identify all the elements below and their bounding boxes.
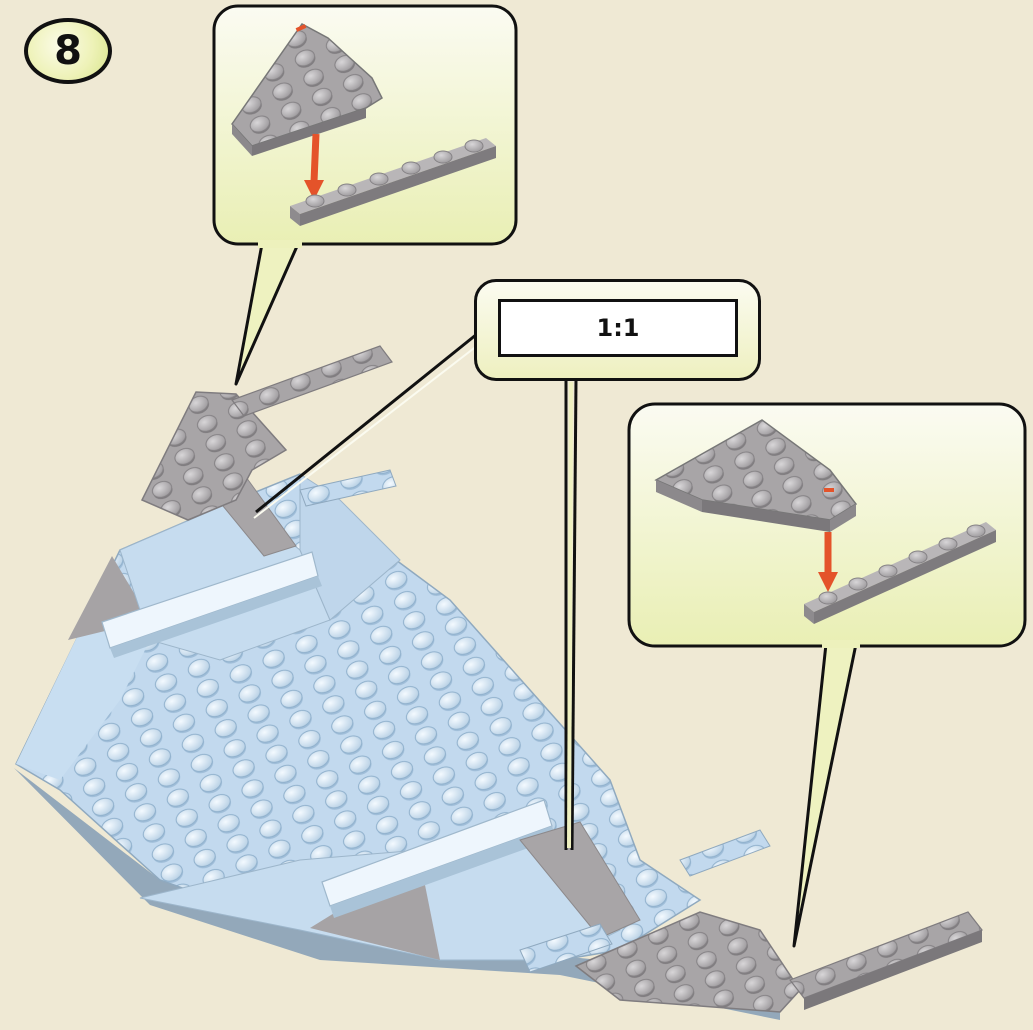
step-number: 8 (54, 28, 82, 74)
red-mark-icon (824, 488, 834, 492)
callout-top-left (214, 6, 516, 384)
scale-callout: 1:1 (474, 279, 761, 381)
scale-label: 1:1 (597, 314, 640, 342)
step-number-badge: 8 (24, 18, 112, 84)
scale-label-box: 1:1 (498, 299, 738, 357)
